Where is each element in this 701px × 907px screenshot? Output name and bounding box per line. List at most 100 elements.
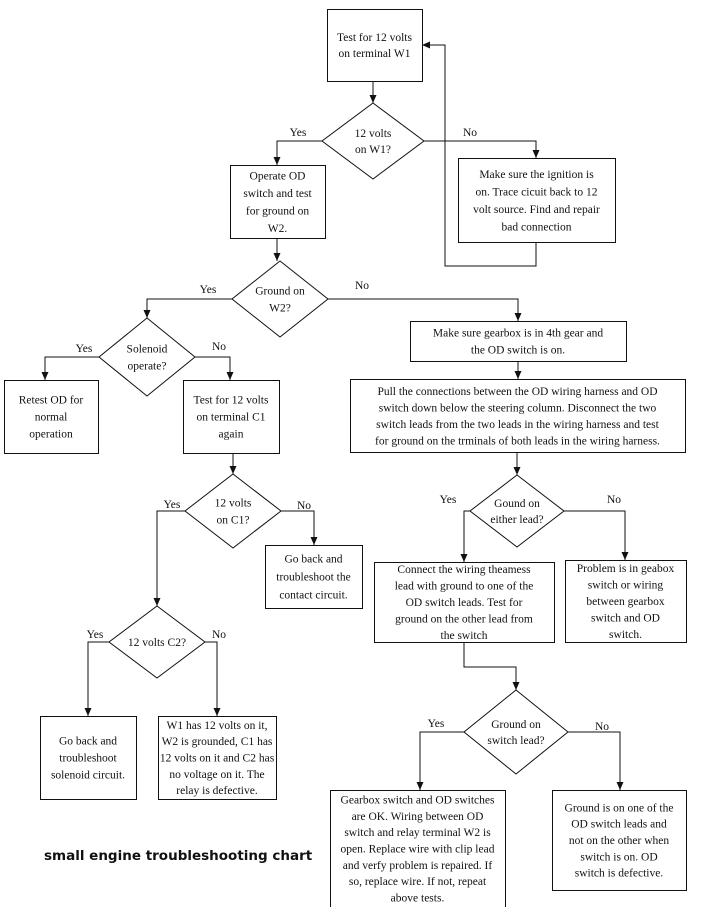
connector-line (424, 140, 537, 158)
problem-text-line: switch or wiring (588, 580, 664, 592)
retest-text-line: normal (35, 412, 68, 424)
connector-line (463, 510, 470, 562)
pull-conn-text-line: Pull the connections between the OD wiri… (377, 386, 657, 398)
edge-label-yes: Yes (200, 284, 217, 296)
switches-ok-text-line: Gearbox switch and OD switches (341, 795, 495, 807)
connector-line (146, 298, 232, 318)
edge-label-no: No (212, 629, 226, 641)
arrowhead (621, 552, 629, 560)
edge-label-yes: Yes (428, 718, 445, 730)
arrowhead (616, 782, 624, 790)
connector-line (87, 641, 109, 716)
process-box-shape (374, 562, 555, 643)
q-w1-text-line: on W1? (355, 144, 391, 156)
arrowhead (229, 466, 237, 474)
switches-ok-text-line: so, replace wire. If not, repeat (349, 876, 487, 888)
process-box-shape (183, 380, 280, 454)
pull-conn-text-line: switch leads from the two leads in the w… (376, 419, 659, 431)
connector-line (419, 731, 464, 790)
edge-label-yes: Yes (290, 127, 307, 139)
connector-line (205, 641, 218, 716)
diagram-caption: small engine troubleshooting chart (44, 848, 313, 864)
pull-conn-text-line: switch down below the steering column. D… (379, 402, 657, 414)
test-c1-text-line: Test for 12 volts (194, 395, 269, 407)
connect-text-line: Connect the wiring theamess (397, 564, 531, 576)
connectors (41, 41, 629, 790)
arrowhead (532, 150, 540, 158)
operate-od-text-line: W2. (268, 223, 288, 235)
problem-text-line: between gearbox (586, 596, 664, 608)
pull-conn-box: Pull the connections between the OD wiri… (350, 379, 686, 453)
connect-text-line: lead with ground to one of the (395, 581, 534, 593)
connector-line (463, 642, 517, 690)
process-box-shape (552, 790, 687, 891)
arrowhead (273, 157, 281, 165)
arrowhead (513, 467, 521, 475)
decision-diamond-shape (321, 102, 425, 180)
connector-line (568, 731, 621, 790)
arrowhead (41, 372, 49, 380)
arrowhead (143, 310, 151, 318)
process-box-shape (410, 321, 627, 362)
edge-label-no: No (595, 721, 609, 733)
arrowhead (416, 782, 424, 790)
edge-label-no: No (355, 280, 369, 292)
process-box-shape (40, 716, 137, 800)
edge-label-no: No (212, 341, 226, 353)
connect-box: Connect the wiring theamess lead with gro… (374, 562, 555, 643)
connect-text-line: ground on the other lead from (395, 614, 533, 626)
decision-diamond-shape (184, 473, 282, 549)
contact-text-line: contact circuit. (279, 590, 347, 602)
process-box-shape (330, 790, 506, 907)
contact-text-line: Go back and (284, 554, 342, 566)
ground-one-text-line: switch is on. OD (580, 851, 657, 863)
decision-diamond-shape (98, 317, 196, 397)
gearbox-4th-text-line: Make sure gearbox is in 4th gear and (433, 328, 603, 340)
arrowhead (460, 554, 468, 562)
solenoid-circuit-text-line: troubleshoot (59, 753, 117, 765)
connect-text-line: OD switch leads. Test for (406, 597, 523, 609)
ignition-text-line: on. Trace cicuit back to 12 (475, 186, 597, 198)
ignition-text-line: volt source. Find and repair (473, 204, 600, 216)
connector-line (422, 44, 537, 267)
arrowhead (226, 372, 234, 380)
ignition-text-line: bad connection (502, 221, 572, 233)
connector-line (195, 356, 231, 380)
test-w1-text-line: Test for 12 volts (337, 32, 412, 44)
ground-one-text-line: not on the other when (569, 835, 670, 847)
edge-label-yes: Yes (440, 494, 457, 506)
problem-text-line: switch. (609, 629, 642, 641)
process-box-shape (4, 380, 99, 454)
connector-line (276, 140, 322, 165)
q-solenoid-text-line: operate? (128, 361, 167, 373)
ground-one-text-line: Ground is on one of the (565, 802, 674, 814)
connector-line (156, 510, 185, 606)
relay-box: W1 has 12 volts on it,W2 is grounded, C1… (158, 716, 277, 800)
q-c1-text-line: 12 volts (215, 498, 252, 510)
arrowhead (512, 682, 520, 690)
connector-line (44, 356, 99, 380)
relay-text-line: 12 volts on it and C2 has (160, 753, 275, 765)
q-ground-w2-text-line: W2? (269, 303, 291, 315)
switches-ok-text-line: open. Replace wire with clip lead (341, 844, 495, 856)
edge-label-no: No (607, 494, 621, 506)
edge-label-no: No (463, 127, 477, 139)
operate-od-text-line: switch and test (243, 188, 312, 200)
switches-ok-text-line: above tests. (391, 892, 445, 904)
decision-diamond-shape (108, 605, 206, 679)
decision-diamond-shape (231, 260, 329, 338)
arrowhead (514, 371, 522, 379)
gearbox-4th-text-line: the OD switch is on. (471, 345, 565, 357)
process-box-shape (158, 716, 277, 800)
q-c2-decision: 12 volts C2? (108, 605, 206, 679)
switches-ok-text-line: switch and relay terminal W2 is (344, 827, 491, 839)
